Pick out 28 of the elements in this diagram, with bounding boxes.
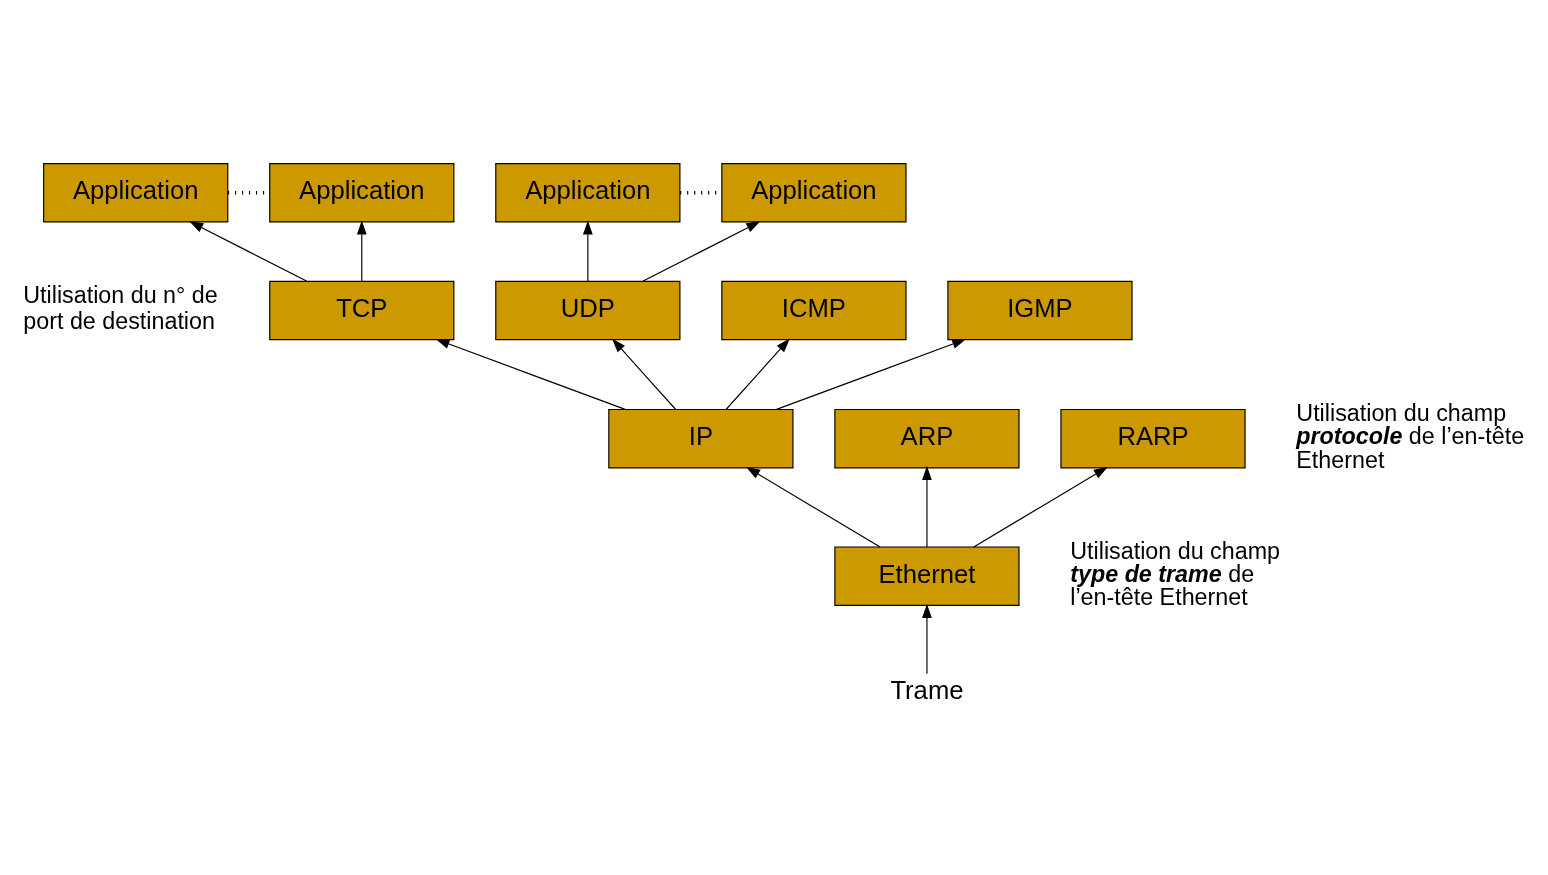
node-box: TCP	[269, 280, 455, 341]
node-box: Application	[43, 163, 229, 223]
arrow	[435, 339, 626, 410]
arrow	[356, 220, 367, 282]
arrow	[746, 466, 881, 548]
arrow	[611, 338, 677, 410]
node-box: Ethernet	[834, 546, 1020, 606]
label: Utilisation du champ type de trame de l’en-tête Ethernet	[1070, 537, 1281, 611]
arrow	[189, 221, 308, 282]
node-box: UDP	[495, 280, 681, 341]
arrow	[725, 338, 790, 410]
label: Utilisation du champ protocole de l’en-tête Ethernet	[1296, 400, 1525, 473]
node-text: Trame	[890, 676, 964, 705]
arrow	[582, 220, 593, 282]
arrow	[775, 339, 967, 410]
node-box: Application	[495, 163, 681, 223]
arrow	[922, 603, 932, 675]
node-box: ARP	[834, 408, 1020, 469]
label: Utilisation du n° de port de destination	[23, 282, 218, 335]
arrow	[973, 466, 1108, 548]
node-box: IP	[608, 408, 794, 469]
node-box: Application	[269, 163, 455, 223]
node-box: ICMP	[721, 280, 907, 341]
arrow	[642, 221, 761, 282]
node-box: Application	[721, 163, 907, 223]
node-box: IGMP	[947, 280, 1133, 341]
node-box: RARP	[1060, 408, 1246, 469]
arrow	[922, 466, 932, 548]
